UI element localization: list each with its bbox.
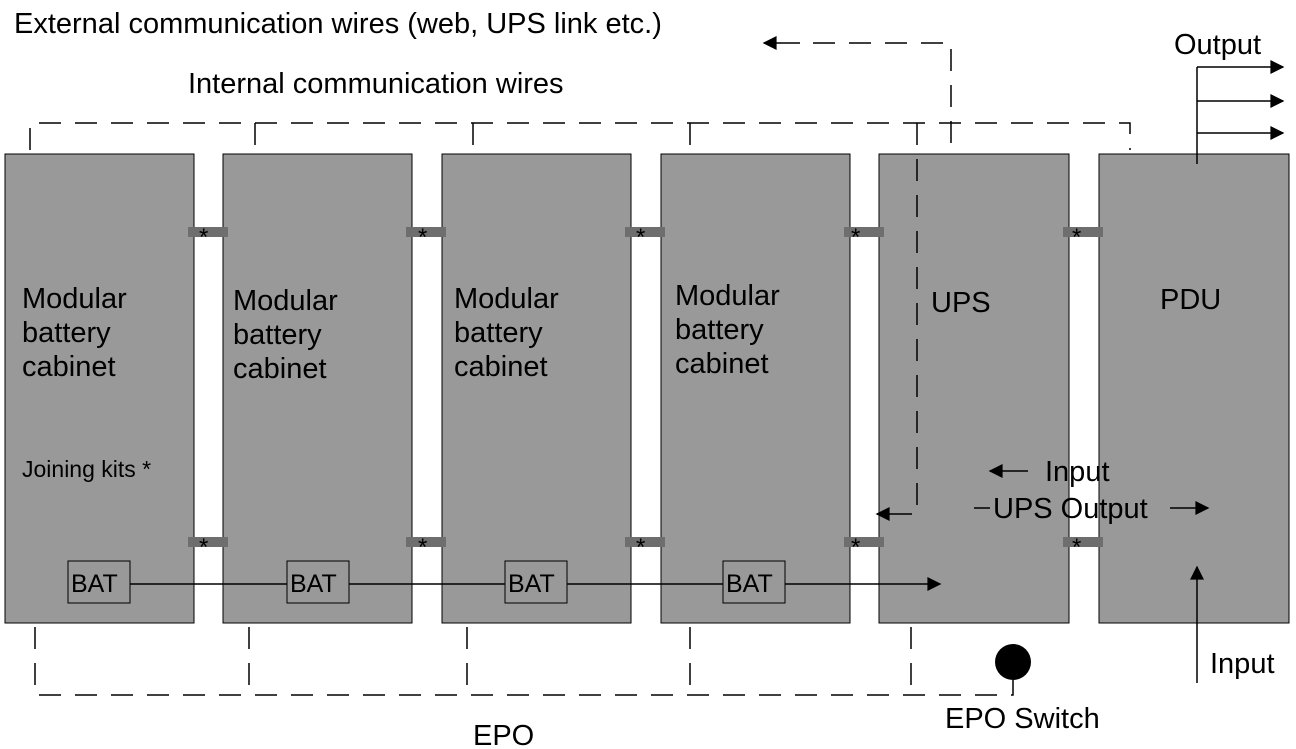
cabinet-1-line2: battery: [22, 317, 111, 349]
external-wires-label: External communication wires (web, UPS l…: [14, 8, 662, 40]
joining-kit: [188, 227, 228, 237]
joining-kits-top: [188, 227, 1103, 237]
pdu-cabinet: [1098, 153, 1290, 624]
internal-ups-drop: [905, 123, 918, 515]
cabinet-1-line1: Modular: [22, 283, 127, 315]
joining-kit: [188, 537, 228, 547]
cabinet-2-line1: Modular: [233, 285, 338, 317]
epo-switch-icon: [995, 644, 1031, 680]
cabinet-3-line2: battery: [454, 317, 543, 349]
output-label: Output: [1174, 29, 1261, 61]
joining-kit: [406, 227, 446, 237]
cabinet-3-line1: Modular: [454, 283, 559, 315]
kit-marker: *: [1072, 224, 1081, 251]
bat-label: BAT: [726, 570, 773, 598]
joining-kit: [625, 227, 665, 237]
pdu-input-label: Input: [1210, 648, 1275, 680]
bat-box-1: BAT: [67, 560, 131, 604]
cabinet-1-line3: cabinet: [22, 351, 116, 383]
internal-wires-label: Internal communication wires: [188, 68, 564, 100]
pdu-label: PDU: [1160, 284, 1221, 316]
bat-box-2: BAT: [286, 560, 350, 604]
bat-box-3: BAT: [504, 560, 568, 604]
battery-cabinet-3: [441, 153, 632, 624]
battery-cabinet-2: [222, 153, 413, 624]
epo-wire: [34, 627, 1014, 696]
ups-cabinet: [878, 153, 1070, 624]
joining-kit: [844, 227, 884, 237]
kit-marker: *: [418, 224, 427, 251]
kit-marker: *: [1072, 534, 1081, 561]
kit-marker: *: [636, 224, 645, 251]
kit-marker: *: [851, 534, 860, 561]
cabinet-3-line3: cabinet: [454, 351, 548, 383]
kit-marker: *: [636, 534, 645, 561]
cabinet-4-line1: Modular: [675, 280, 780, 312]
ups-label: UPS: [931, 287, 991, 319]
joining-kit: [1063, 537, 1103, 547]
epo-label: EPO: [473, 720, 534, 749]
epo-switch-label: EPO Switch: [945, 703, 1100, 735]
joining-kits-bottom: [188, 537, 1103, 547]
bat-label: BAT: [290, 570, 337, 598]
kit-marker: *: [199, 224, 208, 251]
internal-wire: [29, 122, 1131, 150]
kit-marker: *: [199, 534, 208, 561]
kit-marker: *: [851, 224, 860, 251]
battery-cabinet-4: [660, 153, 851, 624]
bat-label: BAT: [71, 570, 118, 598]
ups-input-label: Input: [1045, 456, 1110, 488]
external-wire: [800, 42, 952, 143]
ups-output-label: UPS Output: [993, 493, 1148, 525]
joining-kit: [1063, 227, 1103, 237]
cabinet-2-line2: battery: [233, 319, 322, 351]
joining-kit: [625, 537, 665, 547]
bat-box-4: BAT: [722, 560, 786, 604]
cabinet-4-line3: cabinet: [675, 348, 769, 380]
joining-kit: [844, 537, 884, 547]
joining-kit: [406, 537, 446, 547]
joining-kits-label: Joining kits *: [22, 456, 151, 482]
kit-marker: *: [418, 534, 427, 561]
battery-cabinet-1: [4, 153, 195, 624]
bat-label: BAT: [508, 570, 555, 598]
cabinet-4-line2: battery: [675, 314, 764, 346]
cabinet-2-line3: cabinet: [233, 353, 327, 385]
